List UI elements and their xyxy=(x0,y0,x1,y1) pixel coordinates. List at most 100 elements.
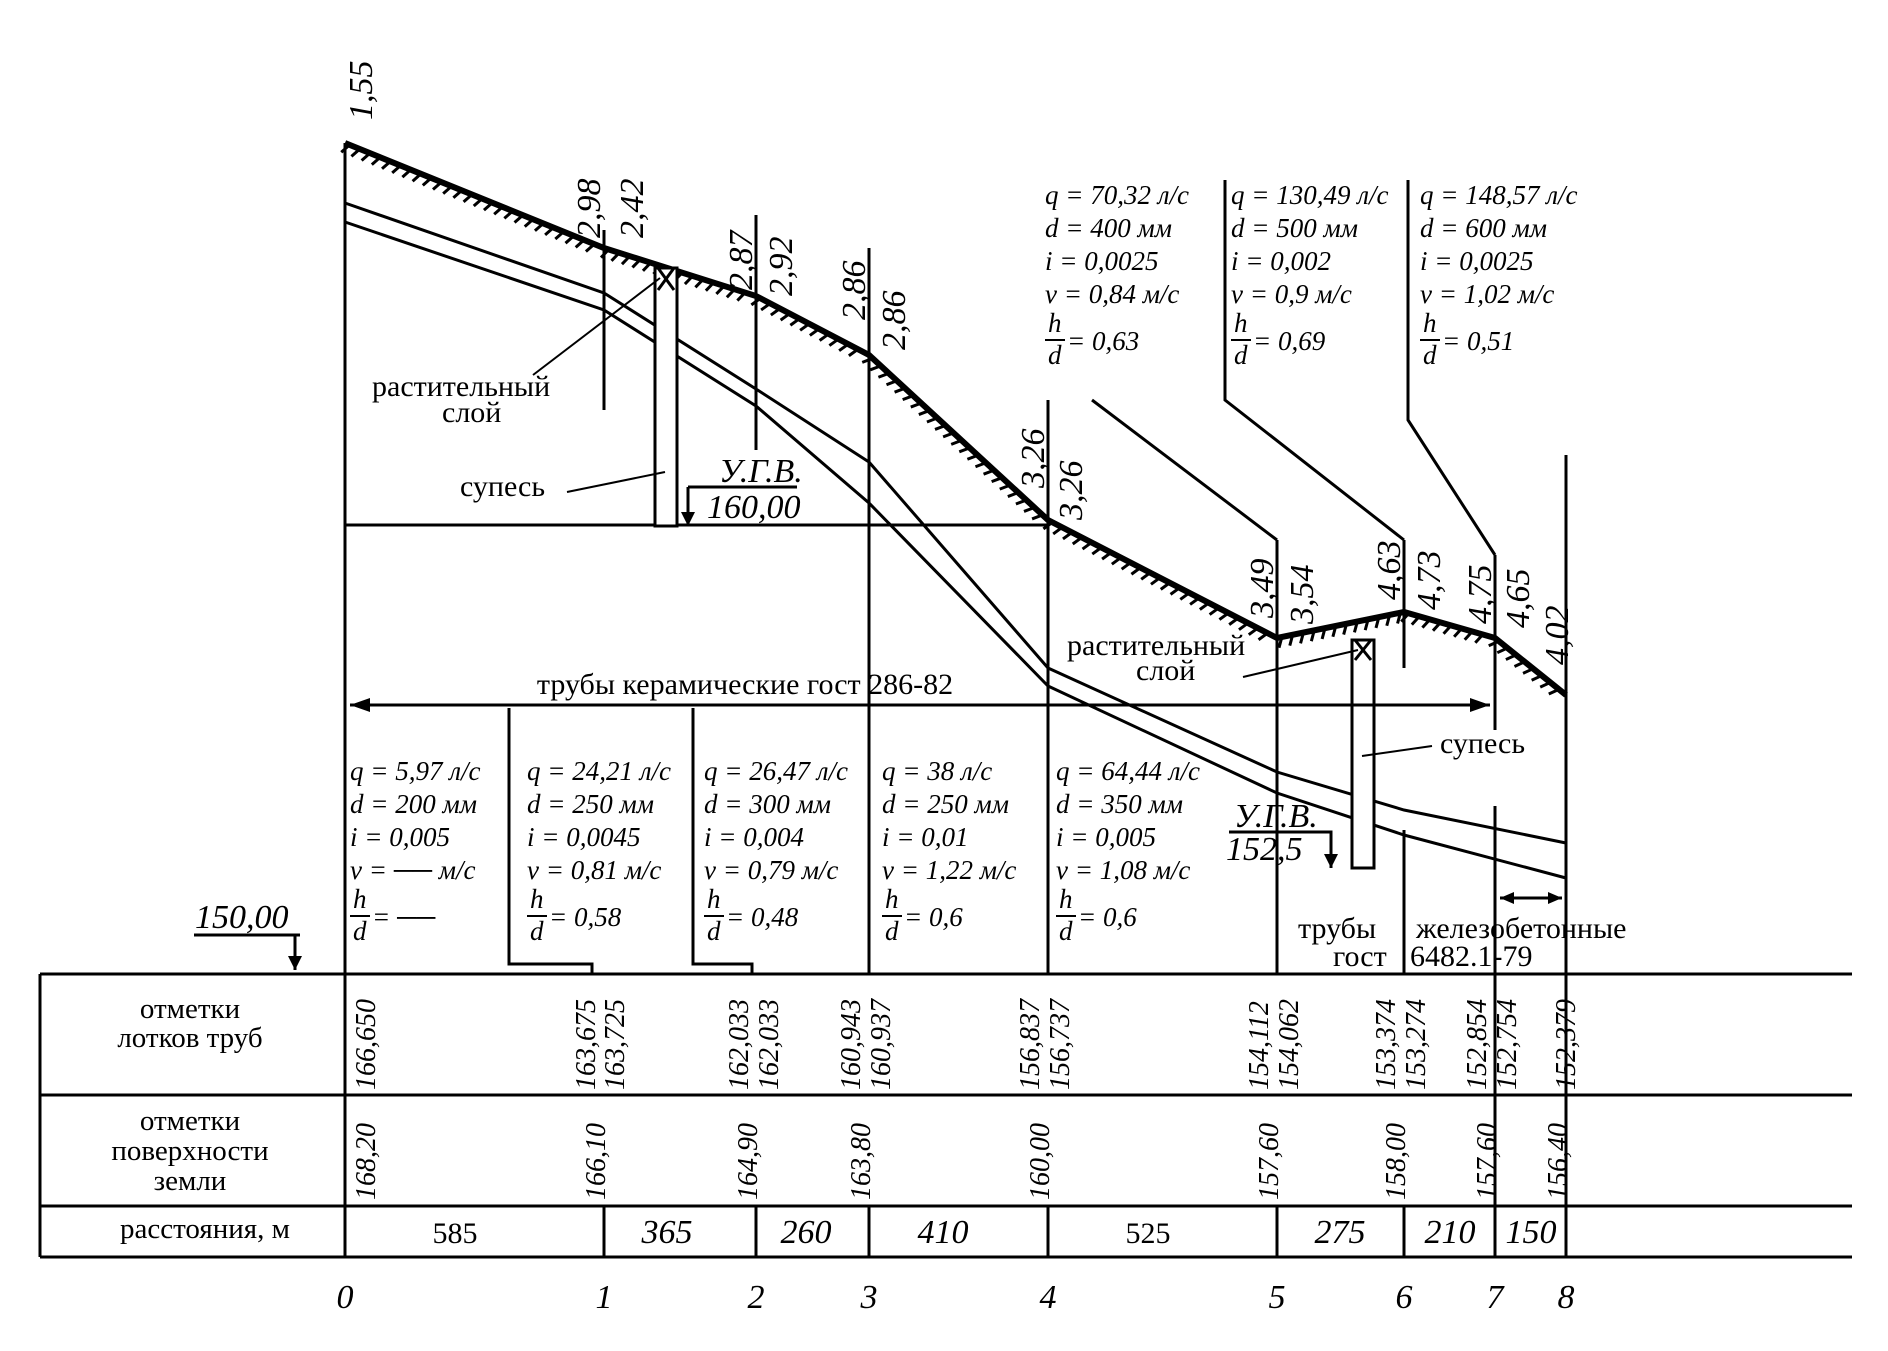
hatch-tick xyxy=(1023,506,1035,513)
hatch-tick xyxy=(894,386,906,394)
hatch-tick xyxy=(564,234,575,245)
hatch-tick xyxy=(513,214,524,224)
invert-mark: 152,754 xyxy=(1492,999,1523,1090)
param-d: d = 400 мм xyxy=(1045,213,1172,243)
hatch-tick xyxy=(869,364,882,372)
frac-h: h xyxy=(1059,884,1073,914)
hatch-tick xyxy=(1071,536,1083,546)
hatch-tick xyxy=(1331,625,1338,638)
drop-wells xyxy=(507,708,754,974)
hatch-tick xyxy=(1352,621,1359,633)
hatch-tick xyxy=(1247,626,1259,636)
hatch-tick xyxy=(725,288,736,299)
invert-mark: 156,837 xyxy=(1015,998,1046,1090)
param-i: i = 0,0045 xyxy=(527,822,640,852)
hatch-tick xyxy=(1257,631,1269,641)
depth-label: 1,55 xyxy=(343,61,380,121)
ground-mark: 156,40 xyxy=(1543,1123,1574,1200)
hatch-tick xyxy=(1101,551,1112,561)
depth-label: 4,73 xyxy=(1411,551,1448,611)
param-d: d = 600 мм xyxy=(1420,213,1547,243)
hatch-tick xyxy=(789,317,801,327)
param-hd: = 0,58 xyxy=(549,902,622,932)
invert-mark: 156,737 xyxy=(1045,998,1076,1090)
station-4: 4 xyxy=(1040,1279,1057,1316)
hatch-tick xyxy=(1513,660,1526,668)
station-8: 8 xyxy=(1558,1279,1575,1316)
hatch-tick xyxy=(370,156,382,166)
hatch-tick xyxy=(482,201,494,212)
frac-d: d xyxy=(530,916,544,946)
distance-1-2: 365 xyxy=(641,1214,693,1251)
depth-label: 2,86 xyxy=(876,291,913,351)
topsoil-label-1b: слой xyxy=(442,396,501,429)
hatch-tick xyxy=(1228,616,1240,626)
hatch-tick xyxy=(769,307,781,317)
depth-label: 2,98 xyxy=(571,179,608,239)
hatch-tick xyxy=(641,261,652,272)
depth-label: 2,92 xyxy=(763,237,800,297)
param-v: v = 0,9 м/с xyxy=(1231,279,1352,309)
distance-5-6: 275 xyxy=(1315,1214,1366,1251)
hatch-tick xyxy=(902,394,914,402)
hatch-tick xyxy=(1208,606,1220,616)
param-d: d = 200 мм xyxy=(350,789,477,819)
frac-d: d xyxy=(707,916,721,946)
frac-h: h xyxy=(1048,308,1062,338)
param-hd: = 0,6 xyxy=(1078,902,1137,932)
param-q: q = 130,49 л/с xyxy=(1231,180,1388,210)
hatch-tick xyxy=(966,453,979,461)
hatch-tick xyxy=(1159,581,1171,591)
hatch-tick xyxy=(1548,687,1560,696)
hatch-tick xyxy=(1299,632,1305,644)
invert-marks: 166,650 163,675 163,725 162,033 162,033 … xyxy=(351,998,1582,1090)
param-i: i = 0,005 xyxy=(1056,822,1156,852)
station-6: 6 xyxy=(1396,1279,1413,1316)
hatch-tick xyxy=(1179,591,1191,601)
ground-mark: 166,10 xyxy=(581,1123,612,1200)
distance-7-8: 150 xyxy=(1506,1214,1557,1251)
hatch-tick xyxy=(1474,633,1484,644)
invert-mark: 166,650 xyxy=(351,999,382,1090)
hatch-tick xyxy=(472,197,484,208)
hatch-tick xyxy=(1400,612,1410,623)
hatch-tick xyxy=(442,185,453,195)
pipeline xyxy=(344,201,1567,880)
hatch-tick xyxy=(391,164,402,175)
hatch-tick xyxy=(848,348,859,357)
hatch-tick xyxy=(1130,566,1142,576)
hatch-tick xyxy=(1421,618,1432,629)
hatch-tick xyxy=(1320,627,1327,640)
param-d: d = 250 мм xyxy=(882,789,1009,819)
sandyloam-label-1: супесь xyxy=(460,470,545,503)
invert-mark: 163,675 xyxy=(571,999,602,1090)
hatch-tick xyxy=(544,226,555,237)
invert-mark: 154,112 xyxy=(1244,1001,1275,1090)
hatch-tick xyxy=(1396,612,1402,624)
hatch-tick xyxy=(1385,614,1392,627)
hatch-tick xyxy=(808,327,820,337)
invert-mark: 153,374 xyxy=(1371,999,1402,1090)
param-v: v = 1,02 м/с xyxy=(1420,279,1554,309)
param-v: v = 0,81 м/с xyxy=(527,855,661,885)
hatch-tick xyxy=(411,172,422,183)
hatch-tick xyxy=(584,242,596,253)
hatch-tick xyxy=(610,251,621,262)
hatch-tick xyxy=(877,371,890,379)
gw-label-2: У.Г.В. xyxy=(1234,798,1318,835)
borehole-2 xyxy=(1350,638,1376,870)
param-d: d = 500 мм xyxy=(1231,213,1358,243)
frac-h: h xyxy=(353,884,367,914)
datum-marker: 150,00 xyxy=(194,899,302,970)
hatch-tick xyxy=(1453,627,1463,638)
frac-d: d xyxy=(1423,340,1437,370)
hatch-tick xyxy=(1431,621,1442,632)
param-v: v = 0,79 м/с xyxy=(704,855,838,885)
hatch-tick xyxy=(885,379,898,387)
hatch-tick xyxy=(1062,531,1073,541)
hatch-tick xyxy=(1531,674,1543,682)
distance-6-7: 210 xyxy=(1425,1214,1476,1251)
station-0: 0 xyxy=(337,1279,354,1316)
hatch-tick xyxy=(533,222,545,232)
